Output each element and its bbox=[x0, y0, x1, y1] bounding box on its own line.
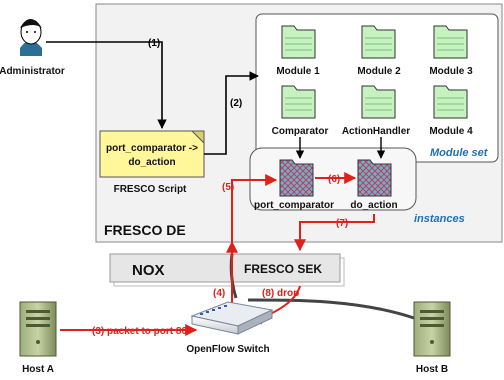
nox-label: NOX bbox=[132, 262, 165, 279]
svg-text:Module 1: Module 1 bbox=[276, 66, 320, 77]
host-a-label: Host A bbox=[22, 364, 54, 375]
flow-step-1 bbox=[46, 41, 167, 129]
fresco-script: port_comparator -> do_action bbox=[99, 130, 205, 178]
svg-text:ActionHandler: ActionHandler bbox=[342, 126, 410, 137]
flow-step-5 bbox=[231, 174, 278, 242]
step-4-label: (4) bbox=[213, 288, 225, 299]
step-8-label: (8) drop bbox=[262, 288, 299, 299]
module-2: Module 2 bbox=[357, 25, 401, 77]
step-7-label: (7) bbox=[336, 218, 348, 229]
svg-text:Module 4: Module 4 bbox=[429, 126, 473, 137]
svg-text:Module 3: Module 3 bbox=[429, 66, 473, 77]
flow-step-7 bbox=[294, 214, 375, 252]
module-3: Module 3 bbox=[429, 25, 473, 77]
administrator-icon bbox=[20, 19, 42, 56]
nox-bar-shadow bbox=[109, 253, 341, 283]
step-3-label: (3) packet to port 80 bbox=[92, 326, 187, 337]
instances-label: instances bbox=[414, 213, 465, 225]
svg-text:port_comparator ->: port_comparator -> bbox=[106, 143, 198, 154]
instance-port-comparator: port_comparator bbox=[254, 159, 334, 211]
openflow-switch-label: OpenFlow Switch bbox=[186, 344, 269, 355]
flow-step-2 bbox=[204, 71, 259, 155]
fresco-de-label: FRESCO DE bbox=[104, 222, 186, 238]
module-4: Module 4 bbox=[429, 85, 473, 137]
step-2-label: (2) bbox=[230, 98, 242, 109]
svg-text:do_action: do_action bbox=[128, 157, 175, 168]
module-set-label: Module set bbox=[430, 147, 489, 159]
svg-text:port_comparator: port_comparator bbox=[254, 200, 334, 211]
step-6-label: (6) bbox=[328, 174, 340, 185]
fresco-script-caption: FRESCO Script bbox=[114, 184, 187, 195]
openflow-switch-icon bbox=[190, 301, 274, 335]
module-comparator: Comparator bbox=[272, 85, 329, 137]
svg-text:do_action: do_action bbox=[350, 200, 397, 211]
step-1-label: (1) bbox=[148, 38, 160, 49]
module-1: Module 1 bbox=[276, 25, 320, 77]
host-b-label: Host B bbox=[416, 364, 448, 375]
administrator-label: Administrator bbox=[0, 66, 65, 77]
step-5-label: (5) bbox=[222, 182, 234, 193]
svg-text:Module 2: Module 2 bbox=[357, 66, 401, 77]
svg-text:Comparator: Comparator bbox=[272, 126, 329, 137]
host-b-icon bbox=[413, 301, 451, 357]
module-actionhandler: ActionHandler bbox=[342, 85, 410, 137]
instance-do-action: do_action bbox=[350, 159, 398, 211]
cable-to-host-b bbox=[247, 298, 415, 320]
host-a-icon bbox=[19, 301, 57, 357]
fresco-sek-label: FRESCO SEK bbox=[244, 262, 322, 276]
